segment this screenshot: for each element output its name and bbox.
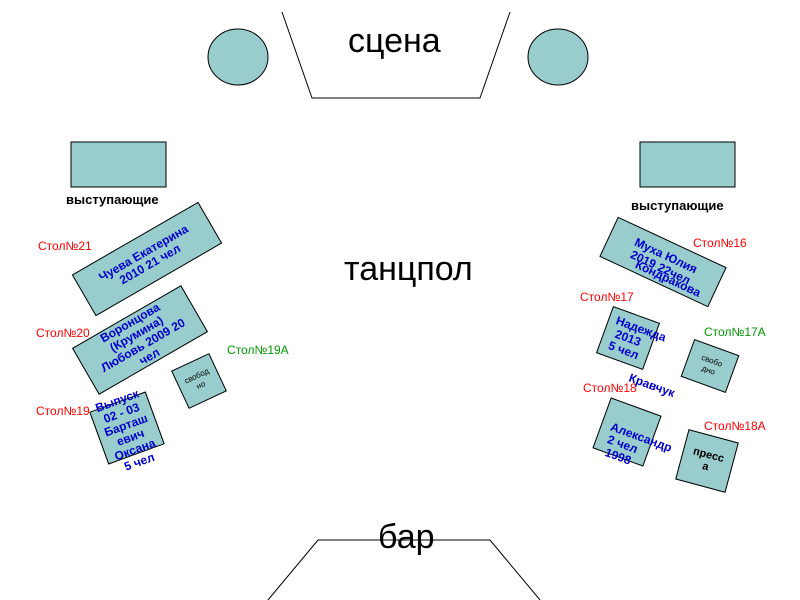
stage-outline (281, 11, 511, 99)
table-17-text: Надежда 2013 5 чел (606, 312, 669, 362)
bar-label: бар (378, 518, 435, 556)
table-18a-label: Стол№18А (704, 419, 766, 433)
performers-label-left: выступающие (66, 192, 159, 207)
stage-spotlight-right (527, 28, 589, 86)
table-16-label: Стол№16 (693, 236, 747, 250)
table-19-label: Стол№19 (36, 404, 90, 418)
performers-area-left (70, 141, 167, 188)
table-19a-text: свобод но (182, 366, 211, 392)
dance-floor-label: танцпол (344, 250, 473, 288)
table-17a-label: Стол№17А (704, 325, 766, 339)
table-18a-text: пресс а (691, 445, 726, 474)
table-20-label: Стол№20 (36, 326, 90, 340)
bar-outline (267, 539, 541, 600)
stage-label: сцена (348, 22, 441, 60)
table-19a-label: Стол№19А (227, 343, 289, 357)
stage-spotlight-left (207, 28, 269, 86)
table-17-label: Стол№17 (580, 290, 634, 304)
performers-label-right: выступающие (631, 198, 724, 213)
table-18-label: Стол№18 (583, 381, 637, 395)
performers-area-right (639, 141, 736, 188)
table-17a-text: свобо дно (700, 352, 724, 377)
table-21-label: Стол№21 (38, 239, 92, 253)
